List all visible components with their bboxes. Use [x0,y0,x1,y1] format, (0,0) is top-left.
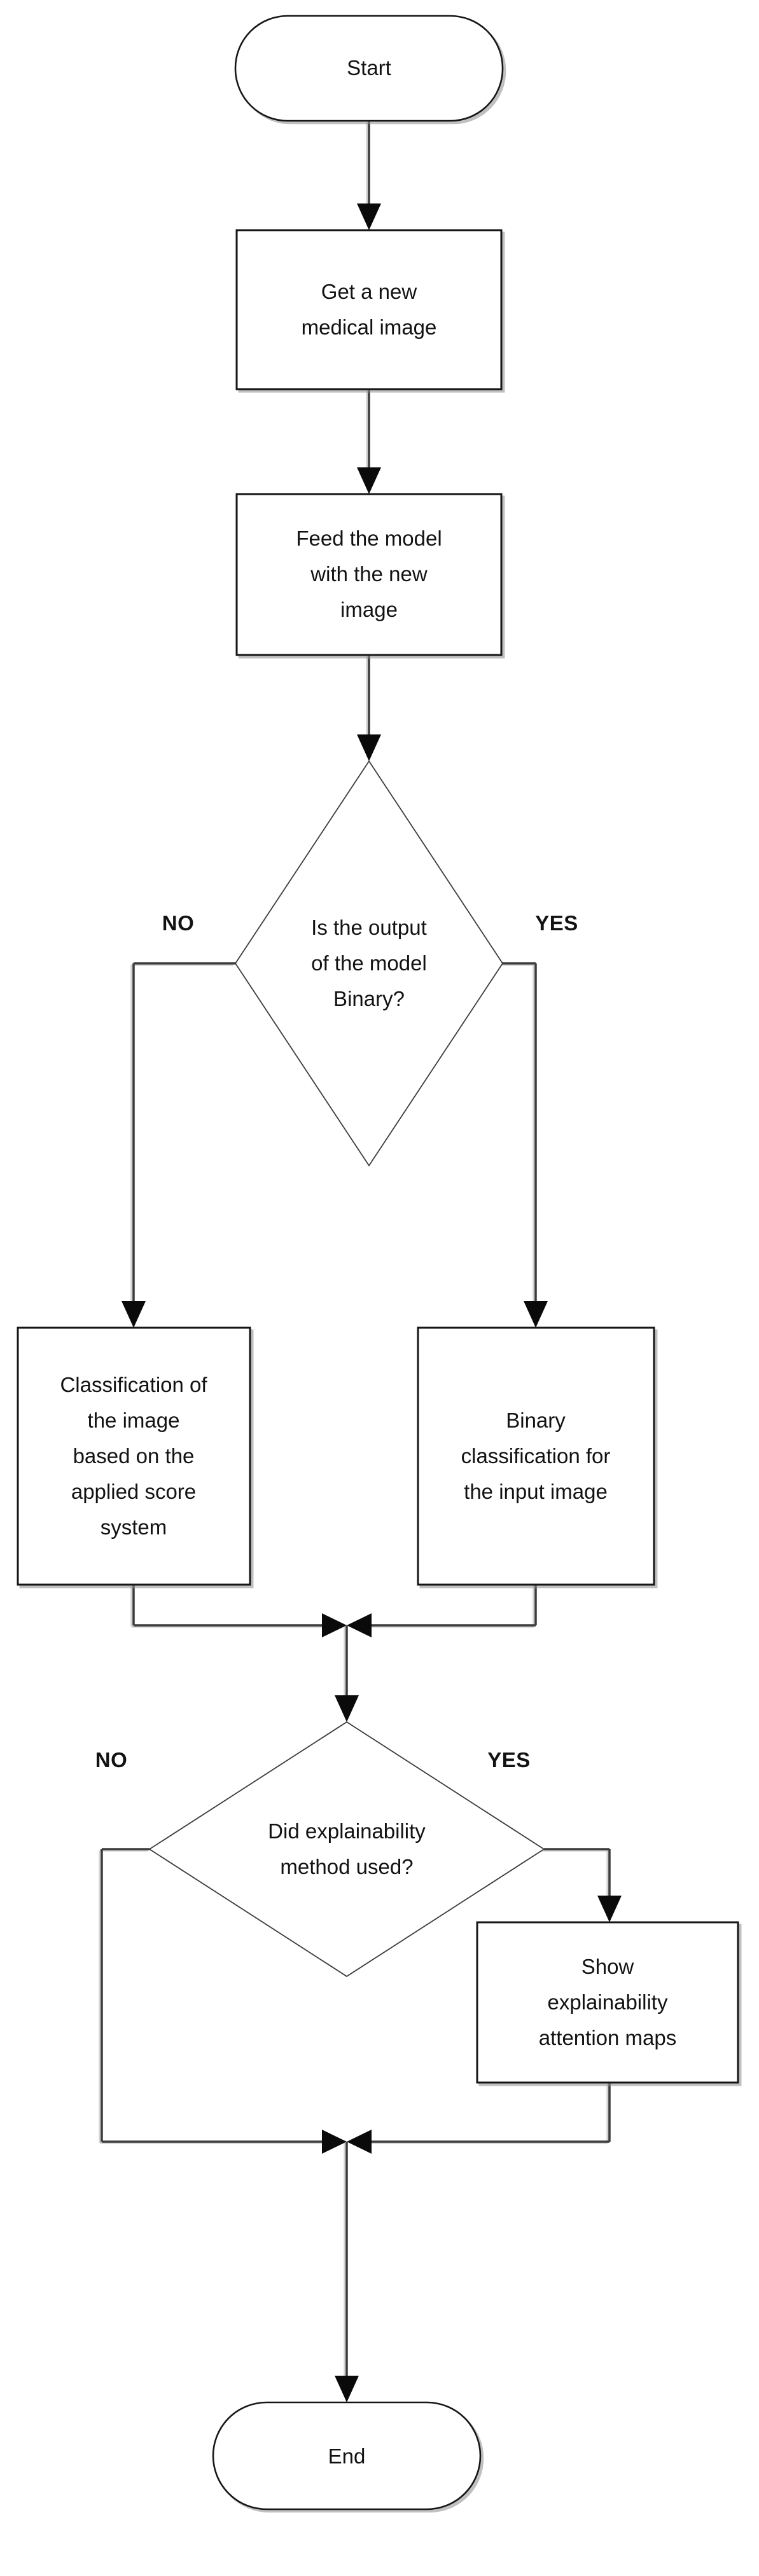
arrowhead-binaryclassification [524,1301,548,1328]
arrowhead-end [335,2376,359,2402]
show-maps-node-shape [476,1921,739,2084]
branch-label-no-1: NO [162,911,195,935]
arrowhead-showmaps [597,1896,622,1922]
score-classification-node-label: Classification of the image based on the… [60,1373,207,1539]
arrowhead-merge2-left-pointing [347,2130,372,2154]
arrowhead-isbinary [357,734,381,761]
branch-label-no-2: NO [95,1748,128,1772]
end-node-shape [212,2401,482,2511]
binary-classification-node-shape [417,1326,655,1586]
arrowhead-merge1-right-pointing [322,1613,347,1637]
end-node-label: End [328,2439,366,2474]
branch-label-yes-2: YES [487,1748,531,1772]
show-maps-node-label: Show explainability attention maps [538,1955,677,2049]
branch-label-yes-1: YES [535,911,578,935]
arrowhead-merge1-left-pointing [347,1613,372,1637]
explainability-decision-shape [148,1721,545,1978]
explainability-decision-label: Did explainability method used? [268,1819,426,1878]
feed-model-node-label: Feed the model with the new image [296,527,442,621]
get-image-node-label: Get a new medical image [301,280,437,339]
arrowhead-merge2-right-pointing [322,2130,347,2154]
arrowhead-getimage [357,203,381,230]
is-binary-decision-label: Is the output of the model Binary? [311,916,427,1010]
get-image-node-shape [235,229,503,390]
end-text: End [328,2444,366,2468]
binary-classification-node-label: Binary classification for the input imag… [461,1409,611,1503]
is-binary-decision-shape [234,760,504,1167]
arrowhead-scoreclassification [122,1301,146,1328]
start-node-shape [234,15,504,122]
score-classification-node-shape [17,1326,251,1586]
arrowhead-feedmodel [357,467,381,494]
start-node-label: Start [347,50,391,86]
connectors [101,121,622,2402]
arrowhead-isexplain [335,1695,359,1722]
feed-model-node-shape [235,493,503,656]
start-text: Start [347,56,391,79]
